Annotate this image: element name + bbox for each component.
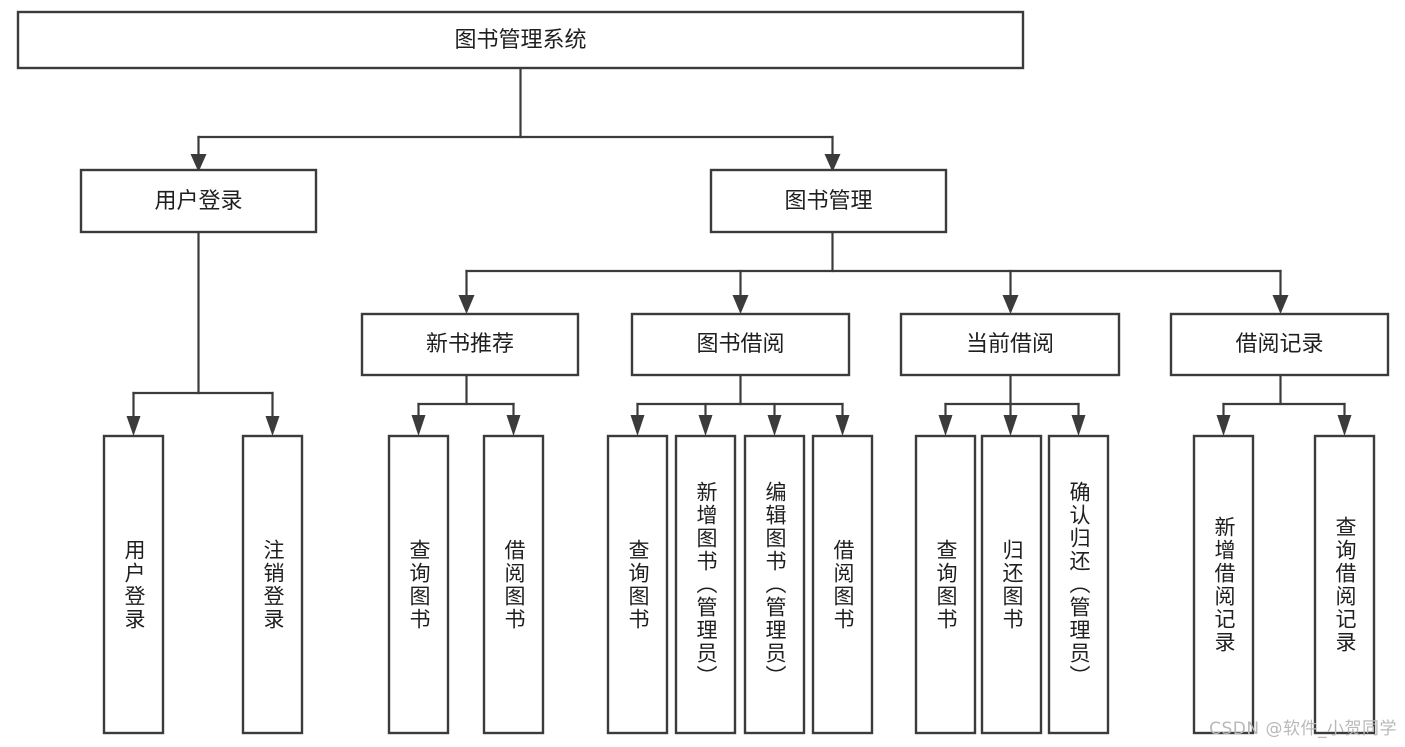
leaf-rect-add-record[interactable] bbox=[1192, 434, 1255, 735]
node-new-book-recommend-rect[interactable] bbox=[360, 312, 580, 377]
arrow-head-to-current-borrow bbox=[1002, 295, 1019, 314]
connector-group-book-borrow bbox=[630, 373, 850, 436]
arrow-head-leaf-add-book bbox=[698, 415, 713, 436]
arrow-head-leaf-borrow-book-a bbox=[506, 415, 521, 436]
node-root[interactable]: 图书管理系统 bbox=[16, 10, 1025, 70]
leaf-rect-query-book-b[interactable] bbox=[606, 434, 669, 735]
arrow-head-leaf-user-login bbox=[126, 416, 141, 436]
connector-group-root bbox=[190, 66, 841, 172]
arrow-head-leaf-return-book bbox=[1003, 415, 1018, 436]
arrow-head-to-user-login bbox=[190, 154, 207, 172]
arrow-head-leaf-query-record bbox=[1337, 415, 1352, 436]
connector-group-borrow-record bbox=[1216, 373, 1352, 436]
connector-group-user-login bbox=[126, 230, 280, 436]
arrow-head-to-new-book-rec bbox=[458, 295, 475, 314]
arrow-head-to-book-borrow bbox=[732, 295, 749, 314]
arrow-head-leaf-edit-book bbox=[767, 415, 782, 436]
node-user-login-rect[interactable] bbox=[79, 168, 318, 234]
leaf-rect-query-book-c[interactable] bbox=[914, 434, 977, 735]
arrow-head-leaf-confirm-return bbox=[1071, 415, 1086, 436]
arrow-head-to-book-mgmt bbox=[824, 154, 841, 172]
leaf-rect-return-book[interactable] bbox=[980, 434, 1043, 735]
connector-group-current-borrow bbox=[938, 373, 1086, 436]
leaf-rect-query-record[interactable] bbox=[1313, 434, 1376, 735]
node-book-management-label: 图书管理 bbox=[784, 189, 872, 214]
node-book-borrow-rect[interactable] bbox=[630, 312, 851, 377]
arrow-head-leaf-query-book-b bbox=[630, 415, 645, 436]
arrow-head-to-borrow-record bbox=[1272, 295, 1289, 314]
node-book-management[interactable]: 图书管理 bbox=[709, 168, 948, 234]
leaf-rect-borrow-book-a[interactable] bbox=[482, 434, 545, 735]
node-book-borrow-label: 图书借阅 bbox=[696, 332, 784, 357]
node-new-book-recommend-label: 新书推荐 bbox=[426, 332, 514, 357]
arrow-head-leaf-add-record bbox=[1216, 415, 1231, 436]
connector-group-book-mgmt bbox=[458, 230, 1289, 314]
node-root-rect[interactable] bbox=[16, 10, 1025, 70]
leaf-rect-edit-book[interactable] bbox=[743, 434, 806, 735]
node-user-login[interactable]: 用户登录 bbox=[79, 168, 318, 234]
leaf-rect-query-book-a[interactable] bbox=[387, 434, 450, 735]
leaf-rect-confirm-return[interactable] bbox=[1047, 434, 1110, 735]
arrow-head-leaf-logout bbox=[265, 416, 280, 436]
connector-group-new-book-rec bbox=[411, 373, 521, 436]
arrow-head-leaf-borrow-book-b bbox=[835, 415, 850, 436]
node-new-book-recommend[interactable]: 新书推荐 bbox=[360, 312, 580, 377]
leaf-rect-user-login[interactable] bbox=[102, 434, 165, 735]
node-borrow-record-label: 借阅记录 bbox=[1235, 332, 1323, 357]
arrow-head-leaf-query-book-c bbox=[938, 415, 953, 436]
leaf-rect-add-book[interactable] bbox=[674, 434, 737, 735]
node-current-borrow-label: 当前借阅 bbox=[966, 332, 1054, 357]
arrow-head-leaf-query-book-a bbox=[411, 415, 426, 436]
leaf-rect-borrow-book-b[interactable] bbox=[811, 434, 874, 735]
node-current-borrow[interactable]: 当前借阅 bbox=[899, 312, 1121, 377]
leaf-rect-logout[interactable] bbox=[241, 434, 304, 735]
csdn-watermark: CSDN @软件_小贺同学 bbox=[1209, 719, 1397, 739]
node-borrow-record[interactable]: 借阅记录 bbox=[1169, 312, 1390, 377]
node-book-management-rect[interactable] bbox=[709, 168, 948, 234]
node-current-borrow-rect[interactable] bbox=[899, 312, 1121, 377]
node-borrow-record-rect[interactable] bbox=[1169, 312, 1390, 377]
node-root-label: 图书管理系统 bbox=[454, 28, 586, 53]
node-user-login-label: 用户登录 bbox=[154, 189, 242, 214]
node-book-borrow[interactable]: 图书借阅 bbox=[630, 312, 851, 377]
